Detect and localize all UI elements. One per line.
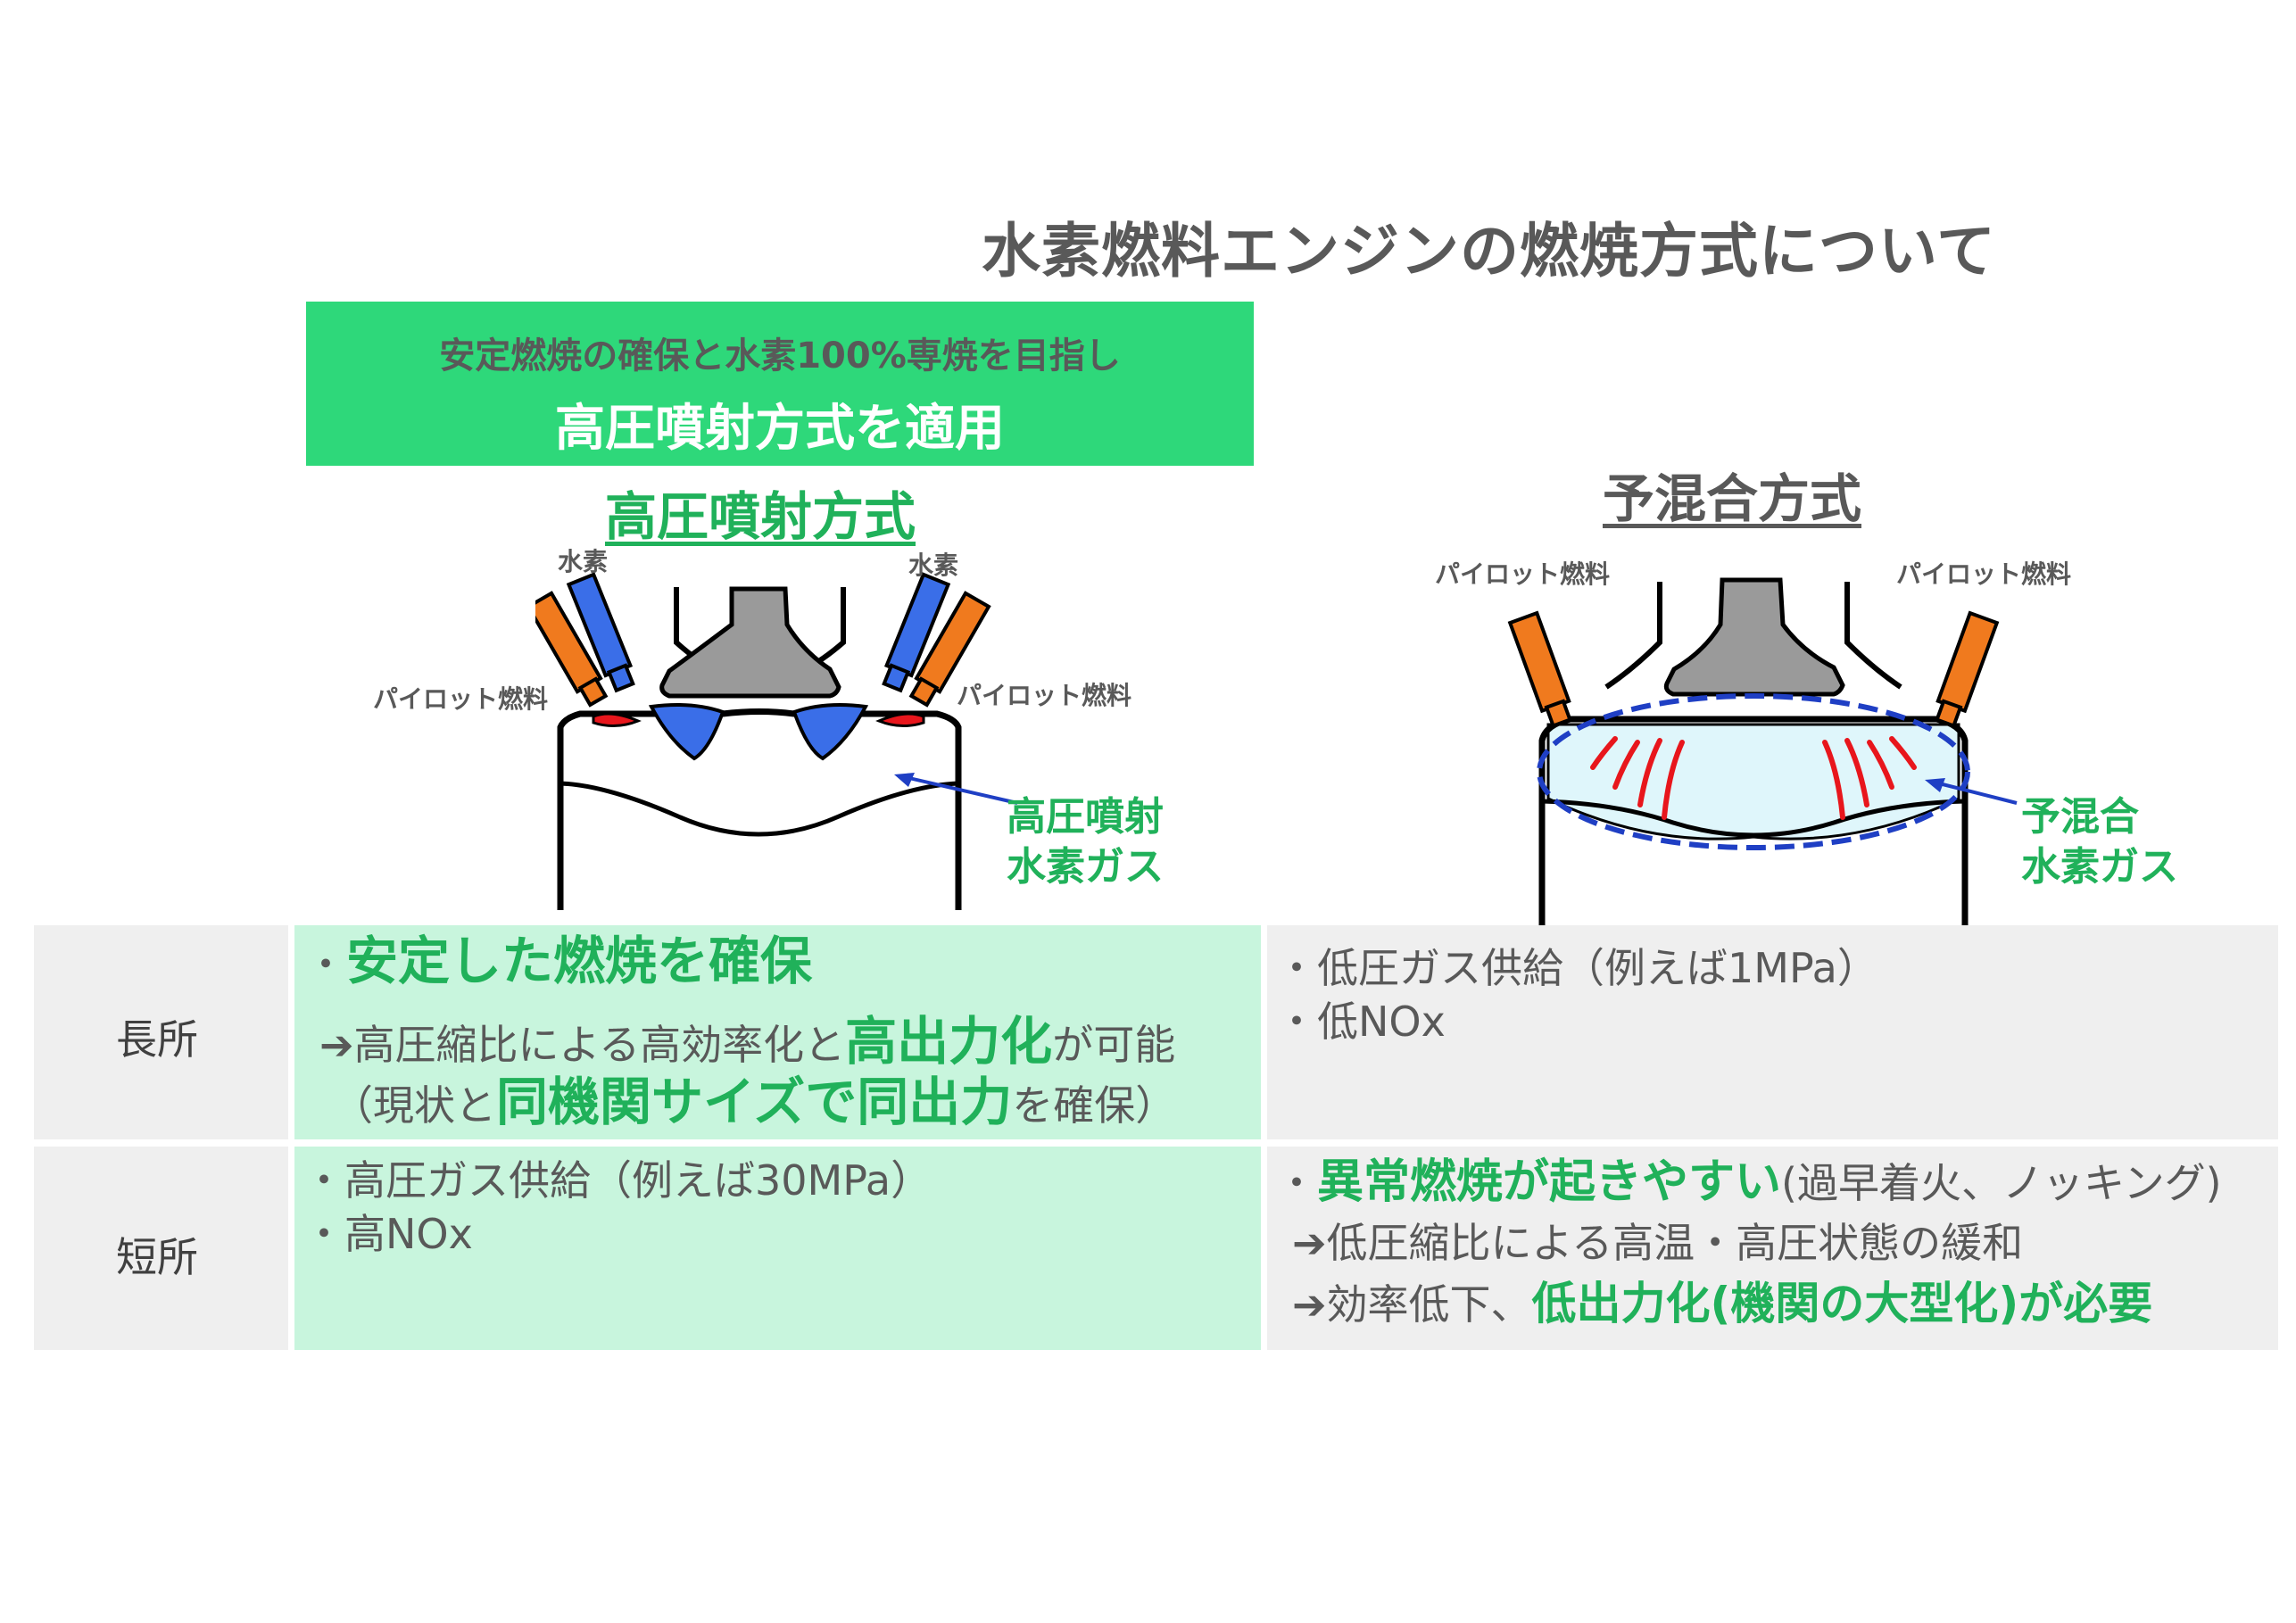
- adv-hp-line2-c: が可能: [1052, 1021, 1176, 1069]
- h2-label-right: 水素: [908, 551, 959, 580]
- premix-engine-diagram: [1507, 577, 2018, 928]
- high-pressure-engine-diagram: [535, 572, 1018, 910]
- adv-pm-line1: ・低圧ガス供給（例えば1MPa）: [1276, 944, 1878, 992]
- dis-hp-line1: ・高圧ガス供給（例えば30MPa）: [303, 1156, 932, 1205]
- bullet: ・: [305, 940, 346, 989]
- premix-pilot-label-left: パイロット燃料: [1435, 559, 1611, 589]
- premix-heading: 予混合方式: [1603, 468, 1862, 529]
- pilot-label-right: パイロット燃料: [957, 681, 1132, 710]
- dis-hp-line2: ・高NOx: [303, 1210, 473, 1258]
- pilot-label-left: パイロット燃料: [373, 684, 549, 714]
- valve-shape: [659, 586, 841, 699]
- bullet: ・: [1276, 1159, 1317, 1207]
- high-pressure-heading: 高圧噴射方式: [605, 486, 916, 547]
- adv-hp-line3-a: （現状と: [332, 1081, 496, 1130]
- h2-jet-left: [648, 703, 725, 761]
- dis-pm-line3: ➔効率低下、低出力化(機関の大型化)が必要: [1292, 1277, 2152, 1331]
- adv-hp-line3-b: 同機関サイズで同出力: [496, 1072, 1013, 1132]
- row-label-advantages-cell: 長所: [34, 925, 288, 1139]
- gas-label-line1: 高圧噴射: [1007, 794, 1164, 840]
- premix-zone-outline: [1537, 693, 1970, 850]
- adv-hp-line2-a: 高圧縮比による高効率化と: [353, 1021, 846, 1069]
- dis-pm-line3-b: 低出力化(機関の大型化)が必要: [1531, 1278, 2153, 1329]
- disadvantages-high-pressure: ・高圧ガス供給（例えば30MPa） ・高NOx: [294, 1147, 1261, 1350]
- premix-label-line2: 水素ガス: [2021, 844, 2178, 890]
- row-label-advantages: 長所: [116, 1015, 198, 1064]
- adv-pm-line2: ・低NOx: [1276, 998, 1446, 1046]
- premix-label-line1: 予混合: [2021, 794, 2139, 840]
- high-pressure-gas-label: 高圧噴射 水素ガス: [1007, 792, 1164, 892]
- dis-pm-line1-rest: (過早着火、ノッキング): [1781, 1159, 2222, 1207]
- banner-main-text: 高圧噴射方式を適用: [555, 400, 1005, 458]
- row-label-disadvantages-cell: 短所: [34, 1147, 288, 1350]
- adv-hp-line2: ➔高圧縮比による高効率化と高出力化が可能: [319, 1014, 1175, 1072]
- adv-hp-line1: ・安定した燃焼を確保: [305, 934, 812, 991]
- advantages-high-pressure: ・安定した燃焼を確保 ➔高圧縮比による高効率化と高出力化が可能 （現状と同機関サ…: [294, 925, 1261, 1139]
- h2-jet-right: [792, 703, 869, 761]
- pilot-flame-left: [592, 712, 642, 727]
- dis-pm-line1: ・異常燃焼が起きやすい(過早着火、ノッキング): [1276, 1155, 2222, 1210]
- h2-label-left: 水素: [558, 547, 609, 576]
- gas-arrow: [900, 774, 1018, 805]
- page-title: 水素燃料エンジンの燃焼方式について: [982, 217, 1997, 286]
- advantages-premix: ・低圧ガス供給（例えば1MPa） ・低NOx: [1267, 925, 2278, 1139]
- gas-label-line2: 水素ガス: [1007, 844, 1164, 890]
- summary-banner: 安定燃焼の確保と水素100%専焼を目指し 高圧噴射方式を適用: [306, 302, 1254, 466]
- disadvantages-premix: ・異常燃焼が起きやすい(過早着火、ノッキング) ➔低圧縮比による高温・高圧状態の…: [1267, 1147, 2278, 1350]
- pilot-flame-right: [875, 712, 925, 727]
- dis-pm-line2: ➔低圧縮比による高温・高圧状態の緩和: [1292, 1219, 2024, 1267]
- premix-pilot-label-right: パイロット燃料: [1896, 559, 2072, 589]
- row-label-disadvantages: 短所: [116, 1233, 198, 1281]
- adv-hp-line3-c: を確保）: [1012, 1081, 1177, 1130]
- adv-hp-line2-b: 高出力化: [845, 1011, 1053, 1072]
- dis-pm-line3-a: ➔効率低下、: [1292, 1280, 1532, 1329]
- premix-arrow: [1931, 780, 2018, 805]
- banner-subtitle: 安定燃焼の確保と水素100%専焼を目指し: [439, 335, 1121, 377]
- adv-hp-line3: （現状と同機関サイズで同出力を確保）: [332, 1075, 1176, 1132]
- adv-hp-headline: 安定した燃焼を確保: [346, 931, 813, 991]
- dis-pm-headline: 異常燃焼が起きやすい: [1317, 1155, 1782, 1209]
- premix-gas-label: 予混合 水素ガス: [2021, 792, 2178, 892]
- arrow-icon: ➔: [319, 1021, 354, 1069]
- valve-shape-right: [1663, 577, 1845, 697]
